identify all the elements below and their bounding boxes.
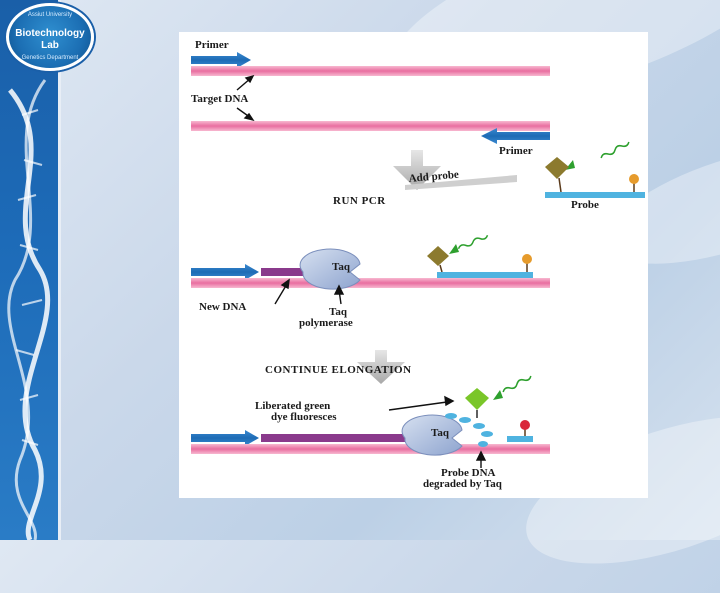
probe-label: Probe: [571, 199, 599, 211]
add-probe-label: Add probe: [408, 169, 459, 185]
new-dna-pointer: [274, 278, 290, 305]
add-probe-arrow: [405, 175, 517, 190]
taqman-pcr-diagram: Primer Target DNA Primer Add probe RUN P…: [191, 39, 645, 490]
taq-polymerase-label-line2: polymerase: [299, 317, 353, 329]
liberated-dye-label-line1: Liberated green: [255, 400, 330, 412]
target-dna-pointer-arrows: [236, 74, 255, 122]
liberated-dye-label-line2: dye fluoresces: [271, 411, 337, 423]
probe-dna-label-line2: degraded by Taq: [423, 478, 503, 490]
logo-ring-top-text: Assiut University: [27, 12, 73, 18]
target-dna-label: Target DNA: [191, 93, 248, 105]
excitation-arrowhead-section2: [449, 244, 459, 254]
quencher-icon-section3: [520, 420, 530, 430]
taq-polymerase-label-line1: Taq: [329, 306, 348, 318]
logo-title-line2: Lab: [41, 40, 59, 51]
logo-title-line1: Biotechnology: [15, 28, 85, 39]
dye-linker-section2: [439, 264, 443, 273]
reporter-dye-liberated: [465, 388, 489, 410]
primer-top-arrow: [191, 52, 251, 68]
quencher-icon: [629, 174, 639, 184]
dna-helix-decoration: [7, 79, 51, 540]
continue-elongation-label: CONTINUE ELONGATION: [265, 364, 412, 376]
diagram-panel: Primer Target DNA Primer Add probe RUN P…: [179, 32, 648, 498]
reporter-dye-section2: [427, 246, 449, 266]
excitation-light-section3: [502, 375, 532, 393]
run-pcr-arrow: [393, 150, 441, 190]
dye-linker: [558, 177, 562, 193]
quencher-icon-section2: [522, 254, 532, 264]
degraded-probe-fragments: [445, 413, 493, 447]
reporter-dye-quenched: [545, 157, 569, 179]
excitation-arrowhead-section3: [493, 390, 503, 400]
primer-top-label: Primer: [195, 39, 229, 51]
sidebar-divider: [58, 0, 61, 540]
new-dna-strand-short: [261, 268, 303, 276]
new-dna-strand-long: [261, 434, 409, 442]
target-dna-strand-bottom: [191, 121, 550, 131]
probe-strand: [545, 192, 645, 198]
template-strand-section2: [191, 278, 550, 288]
logo-ring-bottom-text: Genetics Department: [21, 55, 79, 61]
continue-elongation-arrow: [357, 350, 405, 384]
primer-arrow-section3: [191, 430, 259, 446]
primer-bottom-label: Primer: [499, 145, 533, 157]
probe-dna-pointer: [475, 450, 487, 468]
primer-bottom-arrow: [481, 128, 550, 144]
taq-polymerase-shape-section3: [401, 414, 463, 456]
probe-remnant-strand: [507, 436, 533, 442]
excitation-light-icon: [600, 141, 630, 159]
liberated-dye-pointer: [388, 395, 455, 411]
taq-pointer: [333, 284, 345, 305]
template-strand-section3: [191, 444, 550, 454]
primer-arrow-section2: [191, 264, 259, 280]
taq-label: Taq: [332, 261, 351, 273]
run-pcr-label: RUN PCR: [333, 195, 386, 207]
taq-label-section3: Taq: [431, 427, 450, 439]
new-dna-label: New DNA: [199, 301, 246, 313]
probe-dna-label-line1: Probe DNA: [441, 467, 496, 479]
biotechnology-lab-logo: Assiut University Biotechnology Lab Gene…: [6, 3, 94, 71]
target-dna-strand-top: [191, 66, 550, 76]
taq-polymerase-shape: [299, 248, 361, 290]
sidebar: [0, 0, 58, 540]
excitation-light-section2: [457, 234, 489, 250]
probe-strand-section2: [437, 272, 533, 278]
